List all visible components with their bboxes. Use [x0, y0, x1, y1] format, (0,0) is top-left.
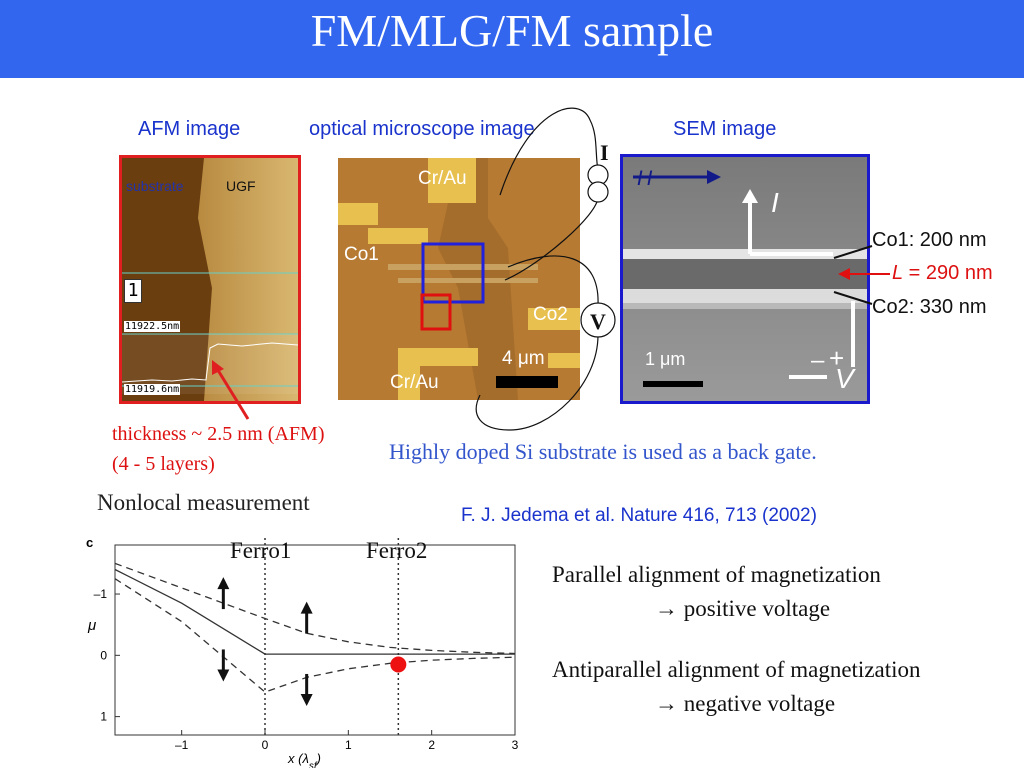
- plot-spin-arrow-down: [300, 693, 313, 706]
- thickness-note: thickness ~ 2.5 nm (AFM): [112, 423, 325, 445]
- parallel-result: → positive voltage: [655, 596, 831, 621]
- plot-series: [114, 562, 516, 693]
- afm-image: substrate UGF 1 11922.5nm 11919.6nm: [119, 155, 301, 404]
- co2-width: Co2: 330 nm: [872, 296, 987, 318]
- plot-spin-arrow-up: [217, 577, 230, 590]
- layers-note: (4 - 5 layers): [112, 453, 215, 475]
- plot-axes: –1 0 1 2 3 1 0 –1: [94, 535, 519, 752]
- ferro1-label: Ferro1: [230, 538, 292, 563]
- afm-marker: 1: [124, 279, 142, 303]
- plot-xtick-label: 2: [428, 738, 435, 752]
- nonlocal-plot: –1 0 1 2 3 1 0 –1 c μ x (λsf): [86, 535, 519, 768]
- plot-measurement-point: [390, 656, 407, 673]
- length-arrow: [838, 268, 890, 280]
- afm-label-ugf: UGF: [226, 178, 256, 194]
- plot-xtick-label: 1: [345, 738, 352, 752]
- optical-scale: 4 μm: [502, 348, 545, 369]
- plot-xlabel-sub: sf: [309, 761, 318, 768]
- optical-label-co1: Co1: [344, 244, 379, 265]
- channel-length: L = 290 nm: [892, 262, 993, 285]
- plot-spin-arrow-down: [217, 669, 230, 682]
- optical-label-top: Cr/Au: [418, 168, 467, 189]
- sem-voltage-label: V: [835, 363, 854, 394]
- sem-callout-lines: [833, 245, 873, 305]
- optical-image: Cr/Au Co1 Co2 Cr/Au 4 μm: [338, 158, 580, 400]
- plot-xlabel: x (λsf): [287, 751, 321, 768]
- reference: F. J. Jedema et al. Nature 416, 713 (200…: [461, 505, 817, 526]
- co1-width: Co1: 200 nm: [872, 229, 987, 251]
- plot-xtick-label: 3: [512, 738, 519, 752]
- optical-label-bottom: Cr/Au: [390, 372, 439, 393]
- afm-image-surface: [122, 158, 298, 401]
- plot-panel-letter: c: [86, 535, 93, 550]
- slide-title: FM/MLG/FM sample: [310, 5, 714, 56]
- optical-image-surface: [338, 158, 580, 400]
- plot-xtick-label: 0: [262, 738, 269, 752]
- length-value: = 290 nm: [903, 262, 993, 284]
- afm-caption: AFM image: [138, 118, 241, 140]
- current-symbol: I: [600, 140, 609, 165]
- sem-current-label: I: [771, 187, 779, 218]
- gate-note: Highly doped Si substrate is used as a b…: [389, 439, 817, 464]
- plot-frame: [114, 544, 516, 736]
- measurement-wires: [475, 107, 616, 431]
- voltage-symbol: V: [590, 309, 606, 334]
- sem-sign-plus: +: [829, 343, 845, 373]
- plot-curve-solid: [114, 568, 515, 655]
- title-bar: [0, 0, 1024, 78]
- plot-spin-arrow-up: [300, 601, 313, 614]
- optical-caption: optical microscope image: [309, 118, 535, 140]
- antiparallel-note: Antiparallel alignment of magnetization: [552, 657, 921, 682]
- plot-ylabel: μ: [87, 617, 96, 634]
- sem-image-surface: [623, 157, 867, 401]
- optical-label-co2: Co2: [533, 304, 568, 325]
- length-symbol: L: [892, 262, 904, 284]
- sem-scale: 1 μm: [645, 349, 686, 369]
- afm-readout-bottom: 11919.6nm: [124, 384, 181, 395]
- sem-caption: SEM image: [673, 118, 777, 140]
- afm-label-substrate: substrate: [126, 178, 184, 194]
- thickness-arrow: [212, 360, 250, 420]
- plot-ytick-label: 0: [100, 648, 107, 662]
- plot-ytick-label: –1: [94, 587, 108, 601]
- plot-xtick-label: –1: [175, 738, 189, 752]
- plot-arrows: [217, 577, 313, 706]
- antiparallel-result: → negative voltage: [655, 691, 836, 716]
- plot-ytick-label: 1: [100, 710, 107, 724]
- sem-sign-minus: –: [811, 347, 825, 374]
- plot-xlabel-end: ): [315, 751, 321, 766]
- afm-readout-top: 11922.5nm: [124, 321, 181, 332]
- plot-curve-dashed: [114, 578, 516, 693]
- parallel-note: Parallel alignment of magnetization: [552, 562, 881, 587]
- plot-xlabel-main: x (λ: [287, 751, 309, 766]
- sem-field-label: H: [637, 167, 653, 190]
- ferro2-label: Ferro2: [366, 538, 428, 563]
- nonlocal-heading: Nonlocal measurement: [97, 490, 310, 515]
- sem-image: H I 1 μm – + V: [620, 154, 870, 404]
- plot-curve-dashed: [114, 562, 516, 655]
